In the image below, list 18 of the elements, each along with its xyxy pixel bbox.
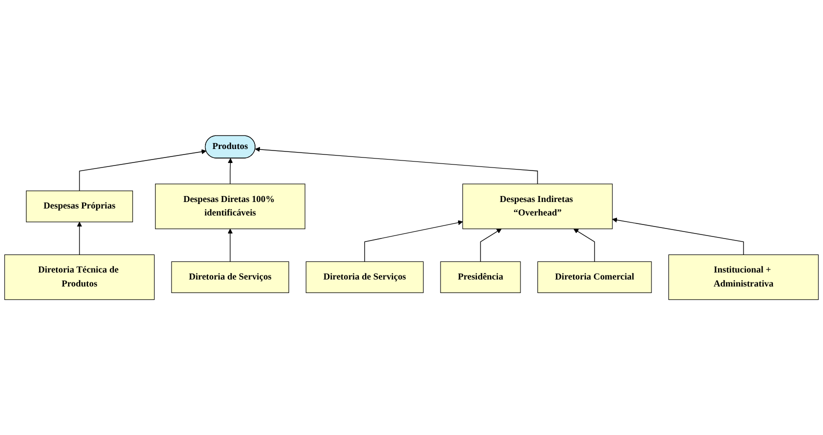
arrow [480,228,502,262]
node-box: Despesas Próprias [26,190,133,222]
arrow [573,228,595,262]
node-box: Diretoria Comercial [537,261,652,293]
node-box: Despesas Indiretas “Overhead” [462,184,613,230]
arrow [255,146,538,184]
node-box: Diretoria Técnica de Produtos [4,254,155,300]
node-box: Institucional + Administrativa [668,254,819,300]
node-box: Diretoria de Serviços [306,261,424,293]
arrow [612,217,744,255]
arrow [228,228,233,262]
arrow [79,149,206,192]
node-box: Diretoria de Serviços [171,261,290,293]
arrow [76,222,82,255]
node-box: Despesas Diretas 100% identificáveis [155,184,306,230]
node-box: Presidência [440,261,521,293]
arrow [228,158,233,184]
arrow [364,220,463,262]
